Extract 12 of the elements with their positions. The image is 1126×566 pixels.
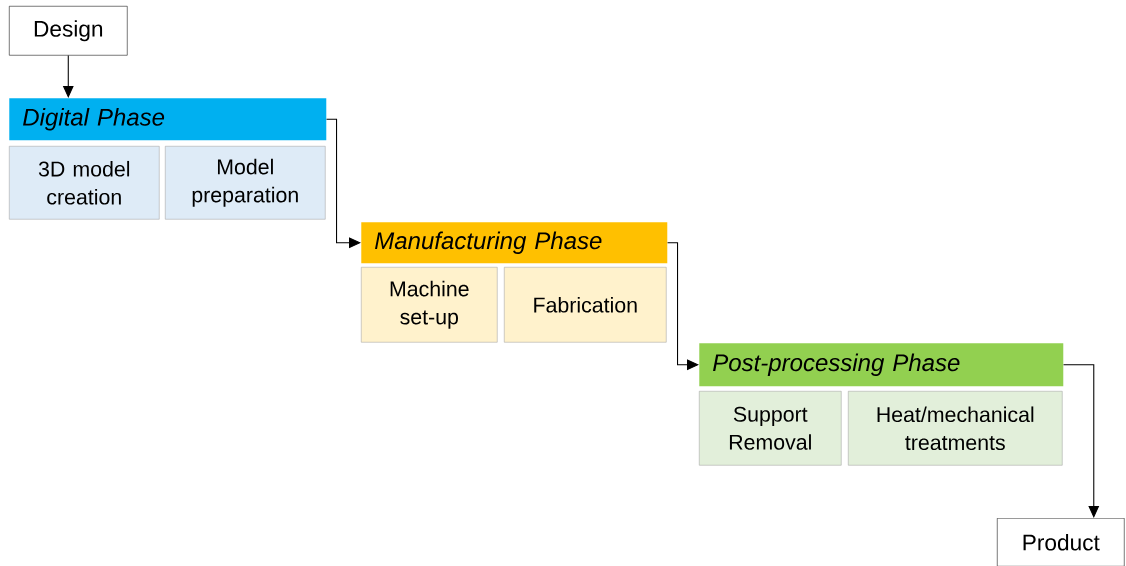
phase-bar: Digital Phase xyxy=(9,98,327,141)
terminal-box: Product xyxy=(997,518,1125,566)
step-box: 3D model creation xyxy=(9,146,160,220)
arrow xyxy=(1063,364,1100,518)
phase-bar: Manufacturing Phase xyxy=(361,222,668,264)
step-box: Heat/mechanical treatments xyxy=(848,391,1063,466)
step-box: Model preparation xyxy=(165,146,326,220)
terminal-box: Design xyxy=(9,6,128,56)
step-box: Support Removal xyxy=(699,391,842,466)
step-box: Fabrication xyxy=(504,267,667,343)
phase-bar: Post-processing Phase xyxy=(699,343,1064,387)
step-box: Machine set-up xyxy=(361,267,498,343)
